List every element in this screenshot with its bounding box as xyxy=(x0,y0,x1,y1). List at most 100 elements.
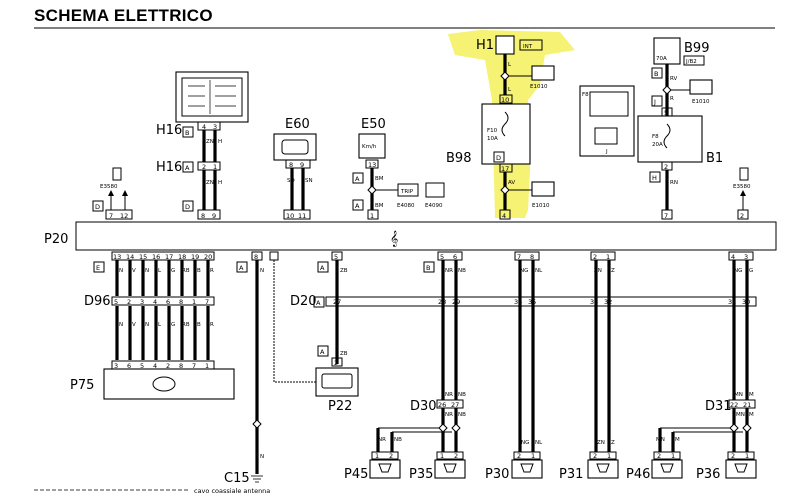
d20-pin34: 34 xyxy=(514,298,522,306)
e4090-label: E4090 xyxy=(425,203,443,209)
e50-wire-bm-2: BM xyxy=(375,203,384,209)
h1-label: H1 xyxy=(476,38,494,53)
w-g-1: G xyxy=(749,268,753,274)
p30-speaker xyxy=(511,459,543,479)
d20-pin31: 31 xyxy=(728,298,736,306)
p20-b-pin1: 1 xyxy=(606,253,610,261)
b1-wire-rn: RN xyxy=(670,180,678,186)
b1-f8-amp: 20A xyxy=(652,142,663,148)
p22-component xyxy=(315,367,359,397)
h16-pin2: 2 xyxy=(202,163,206,171)
e50-letter-a1: A xyxy=(355,175,360,183)
p36-label: P36 xyxy=(696,467,720,482)
p20-b-pin16: 16 xyxy=(152,253,160,261)
p20-b-pin6: 6 xyxy=(453,253,457,261)
p20-label: P20 xyxy=(44,232,68,247)
e1010-icon-3 xyxy=(689,79,713,95)
p22-pin2: 2 xyxy=(334,359,338,367)
p35-speaker-icon xyxy=(443,463,457,473)
w-nr-2: NR xyxy=(445,392,453,398)
d96-w6: RB xyxy=(182,268,190,274)
b98-label: B98 xyxy=(446,151,471,166)
page-title: SCHEMA ELETTRICO xyxy=(34,6,213,25)
p35-label: P35 xyxy=(409,467,433,482)
w-zn-2: ZN xyxy=(597,440,605,446)
h16-label-a: H16 xyxy=(156,160,182,175)
w-ng-2: NG xyxy=(734,268,742,274)
d30-pin27: 27 xyxy=(451,401,459,409)
w-nb-1: NB xyxy=(458,268,466,274)
p75-pin1: 1 xyxy=(205,362,209,370)
b99-battery-icon xyxy=(653,37,681,65)
h16-pin3: 3 xyxy=(213,123,217,131)
p20-letter-b: B xyxy=(426,264,430,272)
d96-w2b: V xyxy=(132,322,136,328)
b98-pin17: 17 xyxy=(501,165,509,173)
p20-b-pin3: 3 xyxy=(744,253,748,261)
d31-pin21: 21 xyxy=(743,401,751,409)
d96-w5b: G xyxy=(171,322,175,328)
p20-pin7: 7 xyxy=(109,212,113,220)
b99-letter-b: B xyxy=(654,70,658,78)
p75-pin5: 5 xyxy=(140,362,144,370)
b1-f8-label: F8 xyxy=(652,134,659,140)
b1-letter-h: H xyxy=(652,174,657,182)
p31-label: P31 xyxy=(559,467,583,482)
e50-pin13: 13 xyxy=(368,161,376,169)
w-ng-3: NG xyxy=(521,440,529,446)
e1010-icon-1 xyxy=(531,65,555,81)
d96-w8: R xyxy=(210,268,214,274)
b98-f10-amp: 10A xyxy=(487,136,498,142)
c15-letter-a: A xyxy=(239,264,244,272)
d96-pin1: 1 xyxy=(192,298,196,306)
f8-detail-label: F8 xyxy=(582,92,589,98)
p75-pin7: 7 xyxy=(192,362,196,370)
h16-pin4: 4 xyxy=(202,123,206,131)
w-nl-1: NL xyxy=(535,268,543,274)
p45-speaker-icon xyxy=(378,463,392,473)
h16-pin1: 1 xyxy=(213,163,217,171)
p35-pin2: 2 xyxy=(454,452,458,460)
d30-pin26: 26 xyxy=(438,401,446,409)
p75-label: P75 xyxy=(70,378,94,393)
h16-wire-h-2: H xyxy=(218,180,222,186)
b98-wire-av: AV xyxy=(508,180,515,186)
b98-f10-label: F10 xyxy=(487,128,498,134)
p45-label: P45 xyxy=(344,467,368,482)
d96-w3b: N xyxy=(145,322,149,328)
d96-w2: V xyxy=(132,268,136,274)
p20-bar xyxy=(75,221,777,251)
p20-b-pin14: 14 xyxy=(126,253,134,261)
h16-inner xyxy=(181,77,243,117)
b99-j: J/B2 xyxy=(685,59,697,65)
p45-pin2: 2 xyxy=(389,452,393,460)
b1-label: B1 xyxy=(706,151,723,166)
d30-wire-nb: NB xyxy=(458,412,466,418)
e50-component xyxy=(358,133,386,159)
p36-pin2: 2 xyxy=(731,452,735,460)
p75-disc-icon xyxy=(152,376,176,392)
h16-label-b: H16 xyxy=(156,123,182,138)
w-nr-1: NR xyxy=(445,268,453,274)
p20-letter-e: E xyxy=(96,264,100,272)
trip-label: TRIP xyxy=(400,189,414,195)
p20-pin7b: 7 xyxy=(664,212,668,220)
d96-pin3: 3 xyxy=(140,298,144,306)
d96-w5: G xyxy=(171,268,175,274)
d96-connector xyxy=(111,296,215,306)
w-nl-2: NL xyxy=(535,440,543,446)
e4090-icon xyxy=(425,182,445,198)
d31-label: D31 xyxy=(705,399,732,414)
h16-relays-icon xyxy=(188,80,236,114)
trip-box xyxy=(397,183,419,197)
d96-pin4: 4 xyxy=(153,298,157,306)
p31-speaker-icon xyxy=(596,463,610,473)
p31-speaker xyxy=(587,459,619,479)
coax-legend-label: cavo coassiale antenna xyxy=(194,487,270,495)
d20-pin33: 33 xyxy=(590,298,598,306)
p20-pin1: 1 xyxy=(370,212,374,220)
b99-amp: 70A xyxy=(656,56,667,62)
p22-wire-zb: ZB xyxy=(340,268,348,274)
d31-connector xyxy=(728,399,756,409)
p20-b-pin19: 19 xyxy=(191,253,199,261)
